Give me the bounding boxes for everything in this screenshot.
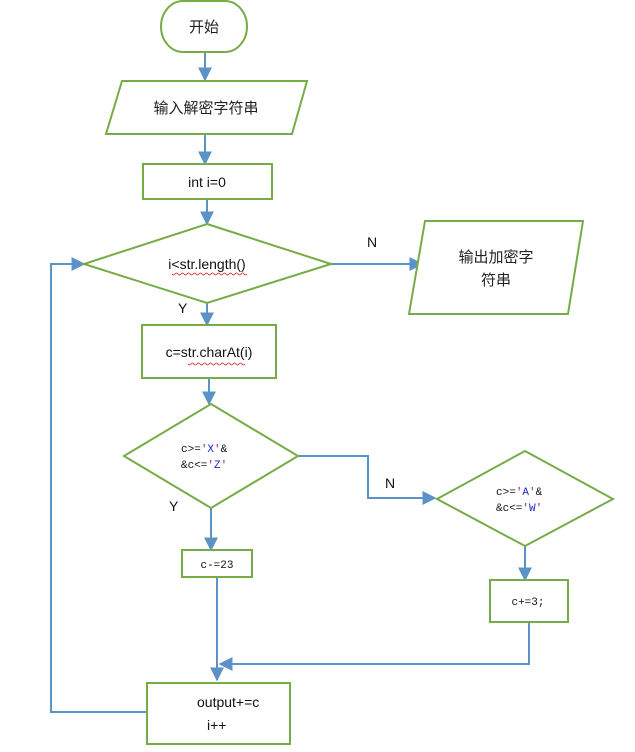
condition-aw-line2: &c<='W' bbox=[496, 503, 542, 515]
output-label-line2: 符串 bbox=[481, 271, 511, 289]
start-terminal bbox=[160, 0, 248, 53]
branch-label-n-cond: N bbox=[385, 475, 395, 491]
connector-cond1-no-to-cond2 bbox=[298, 455, 437, 505]
spellcheck-underline bbox=[187, 362, 246, 366]
init-box bbox=[142, 163, 273, 200]
loop-condition-label: i<str.length() bbox=[168, 256, 245, 272]
condition-xz-diamond bbox=[122, 402, 300, 510]
update-box bbox=[146, 682, 291, 745]
get-char-label: c=str.charAt(i) bbox=[166, 344, 253, 360]
connector-add-merge bbox=[218, 622, 530, 671]
connector-loop-back bbox=[50, 257, 147, 713]
input-parallelogram bbox=[104, 80, 309, 135]
init-label: int i=0 bbox=[188, 174, 226, 190]
condition-aw-line1: c>='A'& bbox=[496, 487, 543, 499]
branch-label-y-cond: Y bbox=[169, 498, 179, 514]
input-label: 输入解密字符串 bbox=[153, 99, 258, 117]
update-label-line2: i++ bbox=[207, 717, 226, 733]
condition-xz-line2: &c<='Z' bbox=[181, 460, 227, 472]
condition-xz-line1: c>='X'& bbox=[181, 444, 228, 456]
add-box bbox=[489, 579, 569, 623]
update-label-line1: output+=c bbox=[197, 694, 259, 710]
subtract-box bbox=[181, 549, 253, 578]
output-label-line1: 输出加密字 bbox=[458, 248, 533, 266]
loop-condition-diamond bbox=[80, 222, 335, 305]
branch-label-n-loop: N bbox=[367, 234, 377, 250]
subtract-label: c-=23 bbox=[200, 560, 233, 572]
add-label: c+=3; bbox=[511, 597, 544, 609]
output-parallelogram bbox=[407, 220, 585, 315]
condition-aw-diamond bbox=[434, 449, 616, 548]
branch-label-y-loop: Y bbox=[178, 300, 188, 316]
start-label: 开始 bbox=[189, 18, 219, 36]
get-char-box bbox=[141, 324, 277, 379]
spellcheck-underline bbox=[171, 272, 248, 276]
